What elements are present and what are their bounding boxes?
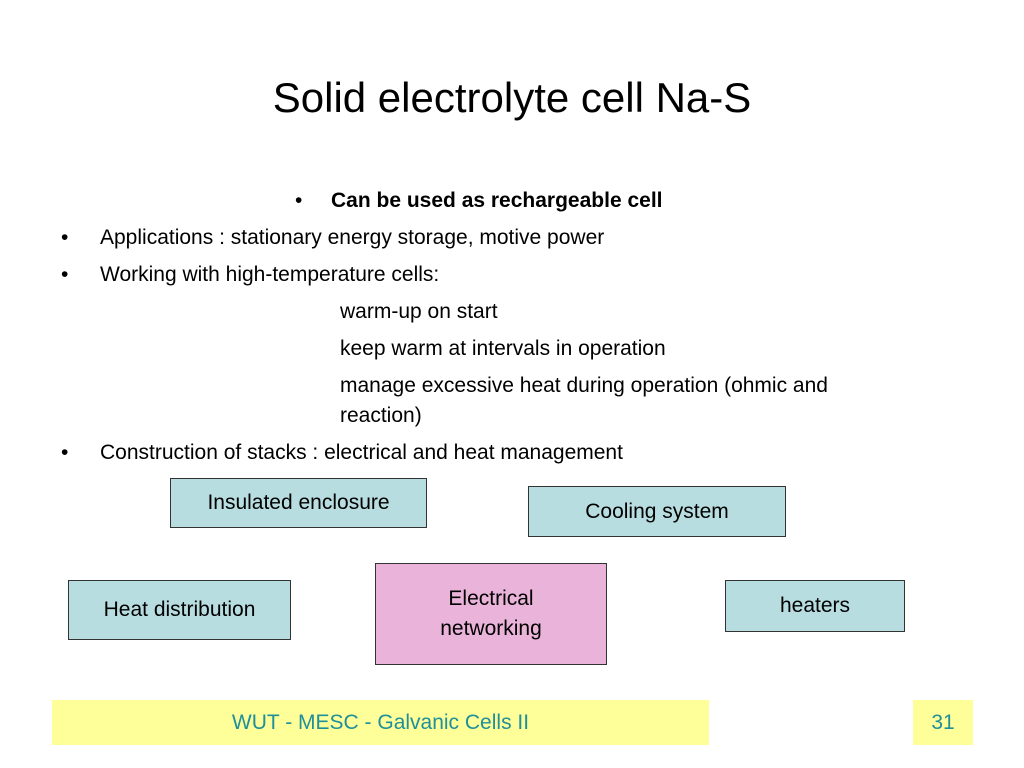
bullet-glyph: • xyxy=(61,441,69,464)
bullet-glyph: • xyxy=(295,189,303,212)
box-label: Insulated enclosure xyxy=(207,491,390,514)
page-number: 31 xyxy=(931,711,955,734)
bullet-glyph: • xyxy=(61,263,69,286)
box-heaters: heaters xyxy=(725,580,905,632)
bullet-high-temperature: Working with high-temperature cells: xyxy=(100,263,440,286)
sub-item-warm-up: warm-up on start xyxy=(340,300,498,323)
box-electrical-networking: Electrical networking xyxy=(375,563,607,665)
page-number-box: 31 xyxy=(913,700,973,745)
box-label-line1: Electrical xyxy=(448,587,534,610)
bullet-rechargeable: Can be used as rechargeable cell xyxy=(331,189,663,212)
footer-text: WUT - MESC - Galvanic Cells II xyxy=(231,711,530,734)
box-heat-distribution: Heat distribution xyxy=(68,580,291,640)
box-label: heaters xyxy=(779,594,851,617)
sub-item-keep-warm: keep warm at intervals in operation xyxy=(340,337,666,360)
bullet-applications: Applications : stationary energy storage… xyxy=(100,226,605,249)
sub-item-manage-heat-cont: reaction) xyxy=(340,404,422,427)
slide-title: Solid electrolyte cell Na-S xyxy=(272,74,752,121)
footer-bar: WUT - MESC - Galvanic Cells II xyxy=(52,700,709,745)
bullet-glyph: • xyxy=(61,226,69,249)
sub-item-manage-heat: manage excessive heat during operation (… xyxy=(340,374,828,397)
bullet-construction: Construction of stacks : electrical and … xyxy=(100,441,623,464)
box-cooling-system: Cooling system xyxy=(528,486,786,537)
box-label: Cooling system xyxy=(585,499,729,523)
box-label-line2: networking xyxy=(440,617,542,640)
box-insulated-enclosure: Insulated enclosure xyxy=(170,478,427,528)
box-label: Heat distribution xyxy=(103,598,256,621)
